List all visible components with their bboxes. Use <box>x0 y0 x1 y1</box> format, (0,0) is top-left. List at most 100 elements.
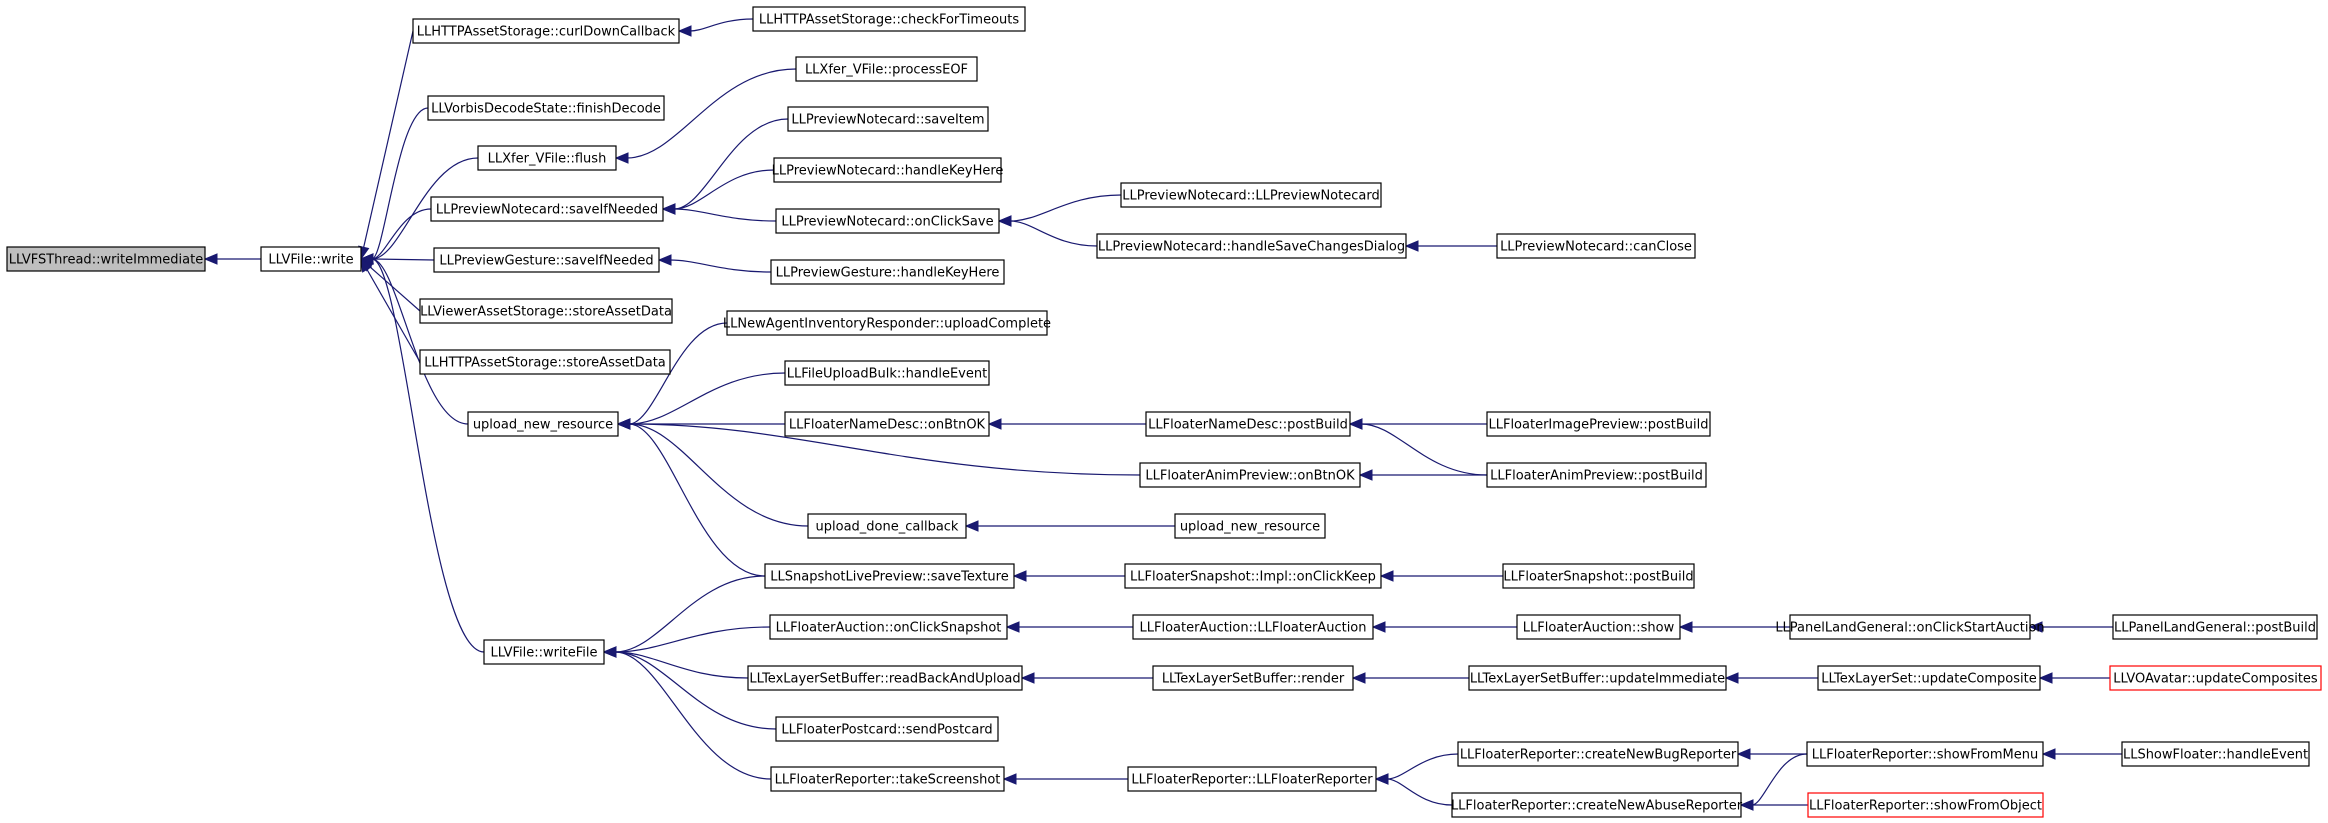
edge-line <box>673 169 775 210</box>
node-llviewerassetstorage-storeassetdata-16[interactable]: LLViewerAssetStorage::storeAssetData <box>419 298 673 324</box>
node-upload-done-callback-26[interactable]: upload_done_callback <box>807 513 967 539</box>
node-llvorbisdecodestate-finishdecode-4[interactable]: LLVorbisDecodeState::finishDecode <box>427 95 665 121</box>
node-upload-new-resource-27[interactable]: upload_new_resource <box>1174 513 1326 539</box>
edge-line <box>669 259 772 273</box>
node-llfloaterreporter-showfromobject-49[interactable]: LLFloaterReporter::showFromObject <box>1807 792 2044 818</box>
edge-n17-to-n1 <box>360 257 421 363</box>
node-box <box>1817 665 2041 691</box>
node-lltexlayersetbuffer-render-38[interactable]: LLTexLayerSetBuffer::render <box>1152 665 1354 691</box>
node-label: LLHTTPAssetStorage::curlDownCallback <box>417 25 676 40</box>
node-box <box>747 665 1023 691</box>
node-label: LLFloaterNameDesc::onBtnOK <box>789 418 986 433</box>
node-llvfile-writefile-31[interactable]: LLVFile::writeFile <box>483 639 605 665</box>
node-llfloatersnapshot-impl-onclickkeep-29[interactable]: LLFloaterSnapshot::Impl::onClickKeep <box>1124 563 1382 589</box>
edge-line <box>371 258 485 653</box>
node-box <box>1152 665 1354 691</box>
edge-n40-to-n39 <box>1724 672 1818 684</box>
edge-line <box>628 423 766 577</box>
node-box <box>1496 233 1696 259</box>
node-llfloaternamedesc-onbtnok-21[interactable]: LLFloaterNameDesc::onBtnOK <box>784 411 990 437</box>
node-llfloaterreporter-createnewabusereporter-46[interactable]: LLFloaterReporter::createNewAbuseReporte… <box>1451 792 1743 818</box>
node-box <box>433 247 660 273</box>
node-llfloaterreporter-takescreenshot-43[interactable]: LLFloaterReporter::takeScreenshot <box>770 766 1005 792</box>
node-label: LLFloaterNameDesc::postBuild <box>1148 418 1348 433</box>
arrowhead-icon <box>1020 672 1035 684</box>
node-llfloaterreporter-showfrommenu-47[interactable]: LLFloaterReporter::showFromMenu <box>1806 741 2044 767</box>
edge-n36-to-n35 <box>2028 621 2113 633</box>
node-llpreviewgesture-handlekeyhere-15[interactable]: LLPreviewGesture::handleKeyHere <box>770 259 1005 285</box>
node-lltexlayersetbuffer-readbackandupload-37[interactable]: LLTexLayerSetBuffer::readBackAndUpload <box>747 665 1023 691</box>
edge-n46-to-n44 <box>1374 773 1453 806</box>
node-llnewagentinventoryresponder-uploadcomplete-19[interactable]: LLNewAgentInventoryResponder::uploadComp… <box>723 310 1051 336</box>
node-box <box>1486 411 1711 437</box>
node-label: LLPreviewNotecard::saveIfNeeded <box>436 203 658 218</box>
node-llpanellandgeneral-postbuild-36[interactable]: LLPanelLandGeneral::postBuild <box>2112 614 2318 640</box>
node-llpreviewnotecard-onclicksave-10[interactable]: LLPreviewNotecard::onClickSave <box>775 208 1000 234</box>
node-llpreviewnotecard-canclose-13[interactable]: LLPreviewNotecard::canClose <box>1496 233 1696 259</box>
node-llfloaterpostcard-sendpostcard-42[interactable]: LLFloaterPostcard::sendPostcard <box>775 716 999 742</box>
node-llhttpassetstorage-checkfortimeouts-3[interactable]: LLHTTPAssetStorage::checkForTimeouts <box>752 6 1026 32</box>
node-llhttpassetstorage-storeassetdata-17[interactable]: LLHTTPAssetStorage::storeAssetData <box>419 349 671 375</box>
node-label: LLFloaterReporter::createNewBugReporter <box>1460 748 1737 763</box>
node-label: LLVFile::writeFile <box>491 646 598 661</box>
node-llfloatersnapshot-postbuild-30[interactable]: LLFloaterSnapshot::postBuild <box>1502 563 1695 589</box>
node-box <box>1127 766 1377 792</box>
node-label: LLFloaterReporter::createNewAbuseReporte… <box>1451 799 1743 814</box>
edge-line <box>360 30 414 260</box>
node-llfloaterauction-show-34[interactable]: LLFloaterAuction::show <box>1516 614 1681 640</box>
node-llshowfloater-handleevent-48[interactable]: LLShowFloater::handleEvent <box>2121 741 2310 767</box>
node-label: LLPreviewNotecard::saveItem <box>791 113 984 128</box>
node-llpanellandgeneral-onclickstartauction-35[interactable]: LLPanelLandGeneral::onClickStartAuction <box>1775 614 2045 640</box>
node-upload-new-resource-18[interactable]: upload_new_resource <box>467 411 619 437</box>
node-box <box>1468 665 1727 691</box>
node-label: LLFloaterSnapshot::Impl::onClickKeep <box>1130 570 1376 585</box>
call-graph-edges <box>203 18 2122 811</box>
node-llvoavatar-updatecomposites-41[interactable]: LLVOAvatar::updateComposites <box>2109 665 2322 691</box>
node-llfloaternamedesc-postbuild-22[interactable]: LLFloaterNameDesc::postBuild <box>1145 411 1351 437</box>
node-llfloaterimagepreview-postbuild-23[interactable]: LLFloaterImagePreview::postBuild <box>1486 411 1711 437</box>
node-label: LLFloaterAuction::onClickSnapshot <box>776 621 1002 636</box>
edge-n22-to-n21 <box>987 418 1146 430</box>
node-llpreviewnotecard-handlesavechangesdialog-12[interactable]: LLPreviewNotecard::handleSaveChangesDial… <box>1096 233 1407 259</box>
node-label: LLPreviewGesture::saveIfNeeded <box>439 254 653 269</box>
edge-n18-to-n1 <box>359 253 469 425</box>
node-box <box>1807 792 2044 818</box>
node-llsnapshotlivepreview-savetexture-28[interactable]: LLSnapshotLivePreview::saveTexture <box>764 563 1015 589</box>
node-box <box>2109 665 2322 691</box>
node-box <box>1516 614 1681 640</box>
node-llpreviewnotecard-saveitem-8[interactable]: LLPreviewNotecard::saveItem <box>787 106 989 132</box>
node-label: LLVOAvatar::updateComposites <box>2113 672 2318 687</box>
node-label: LLTexLayerSetBuffer::render <box>1162 672 1345 687</box>
node-box <box>412 18 680 44</box>
node-box <box>787 106 989 132</box>
arrowhead-icon <box>203 253 218 265</box>
node-llfloaterauction-llfloaterauction-33[interactable]: LLFloaterAuction::LLFloaterAuction <box>1132 614 1374 640</box>
node-llpreviewnotecard-handlekeyhere-9[interactable]: LLPreviewNotecard::handleKeyHere <box>772 157 1004 183</box>
arrowhead-icon <box>1404 240 1419 252</box>
edge-line <box>673 208 777 222</box>
node-lltexlayerset-updatecomposite-40[interactable]: LLTexLayerSet::updateComposite <box>1817 665 2041 691</box>
edge-n39-to-n38 <box>1351 672 1469 684</box>
node-llfileuploadbulk-handleevent-20[interactable]: LLFileUploadBulk::handleEvent <box>784 360 990 386</box>
arrowhead-icon <box>1724 672 1739 684</box>
node-llfloaterauction-onclicksnapshot-32[interactable]: LLFloaterAuction::onClickSnapshot <box>769 614 1008 640</box>
node-llfloaterreporter-createnewbugreporter-45[interactable]: LLFloaterReporter::createNewBugReporter <box>1457 741 1739 767</box>
node-llpreviewnotecard-llpreviewnotecard-11[interactable]: LLPreviewNotecard::LLPreviewNotecard <box>1120 182 1382 208</box>
arrowhead-icon <box>2038 672 2053 684</box>
node-llpreviewnotecard-saveifneeded-7[interactable]: LLPreviewNotecard::saveIfNeeded <box>430 196 664 222</box>
node-lltexlayersetbuffer-updateimmediate-39[interactable]: LLTexLayerSetBuffer::updateImmediate <box>1468 665 1727 691</box>
node-llhttpassetstorage-curldowncallback-2[interactable]: LLHTTPAssetStorage::curlDownCallback <box>412 18 680 44</box>
node-label: LLNewAgentInventoryResponder::uploadComp… <box>723 317 1051 332</box>
node-llfloateranimpreview-postbuild-25[interactable]: LLFloaterAnimPreview::postBuild <box>1486 462 1707 488</box>
node-llxfer-vfile-processeof-6[interactable]: LLXfer_VFile::processEOF <box>795 56 978 82</box>
node-llfloateranimpreview-onbtnok-24[interactable]: LLFloaterAnimPreview::onBtnOK <box>1139 462 1361 488</box>
edge-n19-to-n18 <box>616 322 728 430</box>
node-label: LLVFile::write <box>268 253 353 268</box>
node-llfloaterreporter-llfloaterreporter-44[interactable]: LLFloaterReporter::LLFloaterReporter <box>1127 766 1377 792</box>
arrowhead-icon <box>677 25 692 37</box>
node-llvfile-write-1[interactable]: LLVFile::write <box>260 246 362 272</box>
edge-line <box>371 258 469 425</box>
node-llxfer-vfile-flush-5[interactable]: LLXfer_VFile::flush <box>477 145 617 171</box>
node-llpreviewgesture-saveifneeded-14[interactable]: LLPreviewGesture::saveIfNeeded <box>433 247 660 273</box>
arrowhead-icon <box>657 254 672 266</box>
